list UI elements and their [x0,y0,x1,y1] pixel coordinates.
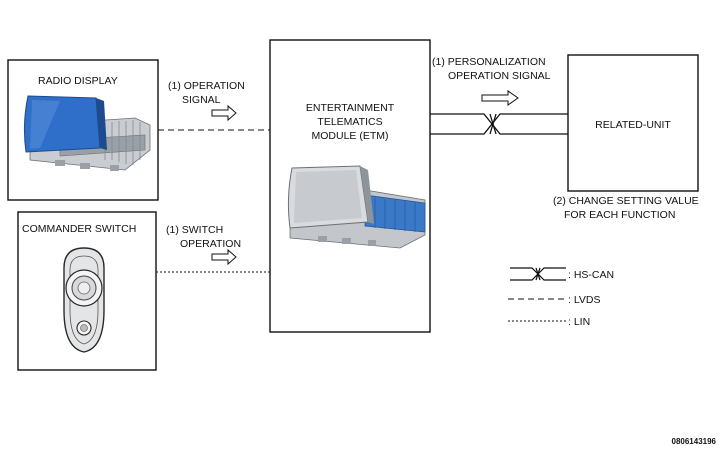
change-setting-annotation: (2) CHANGE SETTING VALUE FOR EACH FUNCTI… [553,195,699,221]
operation-signal-annotation: (1) OPERATION SIGNAL [168,80,245,122]
etm-label-line-3: MODULE (ETM) [312,130,389,142]
etm-illustration [287,165,426,249]
switch-operation-arrow-icon [211,248,237,266]
figure-code: 0806143196 [672,437,717,446]
operation-signal-line-1: (1) OPERATION [168,80,245,92]
switch-operation-line-2: OPERATION [180,238,241,250]
legend-lin-label: : LIN [568,316,590,328]
related-unit-label: RELATED-UNIT [595,119,671,131]
etm-label-line-2: TELEMATICS [317,116,382,128]
radio-display-label: RADIO DISPLAY [38,75,118,87]
legend: : HS-CAN : LVDS : LIN [508,267,614,328]
radio-display-block: RADIO DISPLAY [7,59,159,201]
legend-hs-can-symbol [510,267,566,281]
personalization-arrow-icon [481,90,519,106]
change-setting-line-2: FOR EACH FUNCTION [564,209,675,221]
legend-lvds-label: : LVDS [568,294,600,306]
related-unit-block: RELATED-UNIT [567,54,699,192]
commander-switch-illustration [63,247,105,353]
personalization-line-1: (1) PERSONALIZATION [432,56,546,68]
change-setting-line-1: (2) CHANGE SETTING VALUE [553,195,699,207]
operation-signal-line-2: SIGNAL [182,94,221,106]
commander-switch-block: COMMANDER SWITCH [17,211,157,371]
switch-operation-line-1: (1) SWITCH [166,224,223,236]
etm-label-line-1: ENTERTAINMENT [306,102,395,114]
related-unit-box [567,54,699,192]
operation-signal-arrow-icon [211,104,237,122]
radio-display-illustration [23,95,151,171]
hs-can-line [430,113,568,135]
etm-block: ENTERTAINMENT TELEMATICS MODULE (ETM) [269,39,431,333]
personalization-line-2: OPERATION SIGNAL [448,70,551,82]
switch-operation-annotation: (1) SWITCH OPERATION [166,224,241,266]
legend-hs-can-label: : HS-CAN [568,269,614,281]
personalization-annotation: (1) PERSONALIZATION OPERATION SIGNAL [432,56,551,106]
commander-switch-label: COMMANDER SWITCH [22,223,136,235]
